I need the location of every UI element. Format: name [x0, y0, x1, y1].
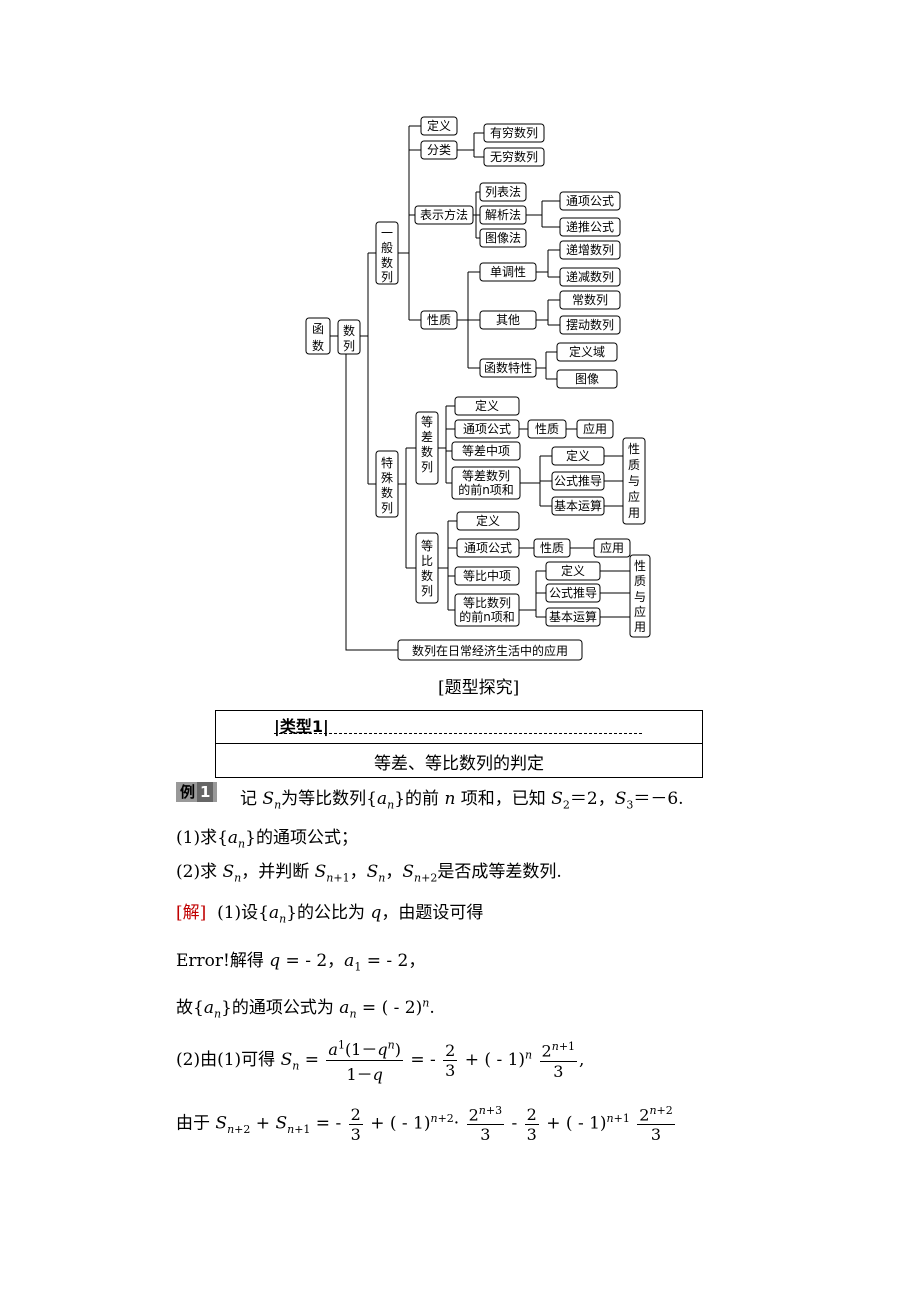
node-definition: 定义	[427, 118, 451, 133]
svg-text:应: 应	[628, 489, 640, 504]
type-title: 等差、等比数列的判定	[374, 754, 544, 774]
node-properties: 性质	[427, 313, 451, 327]
node-arith-def: 定义	[475, 398, 499, 413]
node-other: 其他	[496, 313, 520, 327]
node-geo-mean: 等比中项	[463, 568, 511, 583]
type-tag: |类型1|	[274, 717, 329, 736]
svg-text:列: 列	[381, 501, 393, 515]
node-analytic-method: 解析法	[485, 208, 521, 222]
svg-text:数: 数	[421, 568, 433, 583]
node-function: 函	[312, 322, 324, 336]
node-general-term: 通项公式	[566, 194, 614, 208]
node-geo-sum-derive: 公式推导	[549, 586, 597, 600]
solution-line-2: Error!解得 q = - 2，a1 = - 2，	[176, 951, 426, 974]
svg-text:列: 列	[421, 460, 433, 474]
svg-text:数: 数	[421, 444, 433, 459]
svg-text:数: 数	[381, 485, 393, 500]
example-statement: 记 Sn为等比数列{an}的前 n 项和，已知 S2＝2，S3＝－6.	[240, 789, 684, 812]
svg-text:比: 比	[421, 554, 433, 568]
svg-text:与: 与	[628, 474, 640, 488]
svg-text:性: 性	[634, 559, 646, 573]
node-recursive: 递推公式	[566, 220, 614, 234]
node-arith-app: 应用	[583, 421, 607, 436]
svg-text:等: 等	[421, 539, 433, 553]
node-infinite: 无穷数列	[490, 149, 538, 164]
svg-text:等比数列: 等比数列	[463, 595, 511, 610]
svg-text:与: 与	[634, 590, 646, 604]
node-representation: 表示方法	[420, 207, 468, 222]
node-geo-sum-def: 定义	[561, 563, 585, 578]
node-geo-term: 通项公式	[464, 541, 512, 555]
node-geo-sum-basic: 基本运算	[549, 609, 597, 624]
node-arith-term: 通项公式	[463, 422, 511, 436]
svg-text:质: 质	[634, 574, 646, 588]
node-function-props: 函数特性	[484, 360, 532, 375]
svg-text:特: 特	[381, 455, 393, 470]
node-graph-method: 图像法	[485, 231, 521, 245]
type-header: |类型1| 等差、等比数列的判定	[215, 710, 703, 778]
svg-text:用: 用	[628, 506, 640, 520]
solution-line-1: [解] (1)设{an}的公比为 q，由题设可得	[176, 903, 484, 926]
node-decreasing: 递减数列	[566, 269, 614, 284]
node-arith-prop: 性质	[535, 422, 559, 436]
svg-text:般: 般	[381, 240, 393, 255]
svg-text:用: 用	[634, 620, 646, 634]
question-1: (1)求{an}的通项公式；	[176, 828, 358, 851]
node-application: 数列在日常经济生活中的应用	[412, 643, 568, 658]
node-arith-sum-basic: 基本运算	[554, 498, 602, 513]
svg-text:列: 列	[381, 270, 393, 284]
node-arith-sum-derive: 公式推导	[554, 474, 602, 488]
svg-text:差: 差	[421, 430, 433, 444]
node-classification: 分类	[427, 143, 451, 157]
svg-text:质: 质	[628, 458, 640, 472]
svg-text:一: 一	[381, 226, 393, 240]
svg-text:列: 列	[421, 584, 433, 598]
svg-text:等差数列: 等差数列	[462, 468, 510, 483]
svg-text:等: 等	[421, 415, 433, 429]
node-image: 图像	[575, 372, 599, 386]
node-arith-mean: 等差中项	[462, 443, 510, 458]
question-2: (2)求 Sn，并判断 Sn+1，Sn，Sn+2是否成等差数列.	[176, 862, 562, 885]
node-sequence: 数	[343, 323, 355, 338]
svg-text:的前n项和: 的前n项和	[458, 482, 514, 497]
node-monotonicity: 单调性	[490, 265, 526, 279]
node-geo-prop: 性质	[540, 541, 564, 555]
node-list-method: 列表法	[485, 185, 521, 199]
knowledge-tree: 函 数 数 列 一 般 数 列 特 殊 数 列 数列在日常经济生活中的应用 定义…	[305, 116, 651, 661]
svg-text:性: 性	[628, 442, 640, 456]
svg-text:应: 应	[634, 604, 646, 619]
node-finite: 有穷数列	[490, 125, 538, 140]
node-sequence-2: 列	[343, 339, 355, 353]
node-geo-app: 应用	[600, 540, 624, 555]
node-arith-sum-def: 定义	[566, 448, 590, 463]
svg-text:的前n项和: 的前n项和	[459, 609, 515, 624]
section-label: [题型探究]	[438, 678, 520, 698]
svg-text:数: 数	[381, 255, 393, 270]
solution-line-3: 故{an}的通项公式为 an = ( - 2)n.	[176, 996, 435, 1021]
node-oscillating: 摆动数列	[566, 317, 614, 332]
node-domain: 定义域	[569, 344, 605, 359]
svg-text:殊: 殊	[381, 470, 393, 485]
node-constant: 常数列	[572, 292, 608, 307]
node-function-2: 数	[312, 338, 324, 353]
node-geo-def: 定义	[476, 513, 500, 528]
node-increasing: 递增数列	[566, 242, 614, 257]
